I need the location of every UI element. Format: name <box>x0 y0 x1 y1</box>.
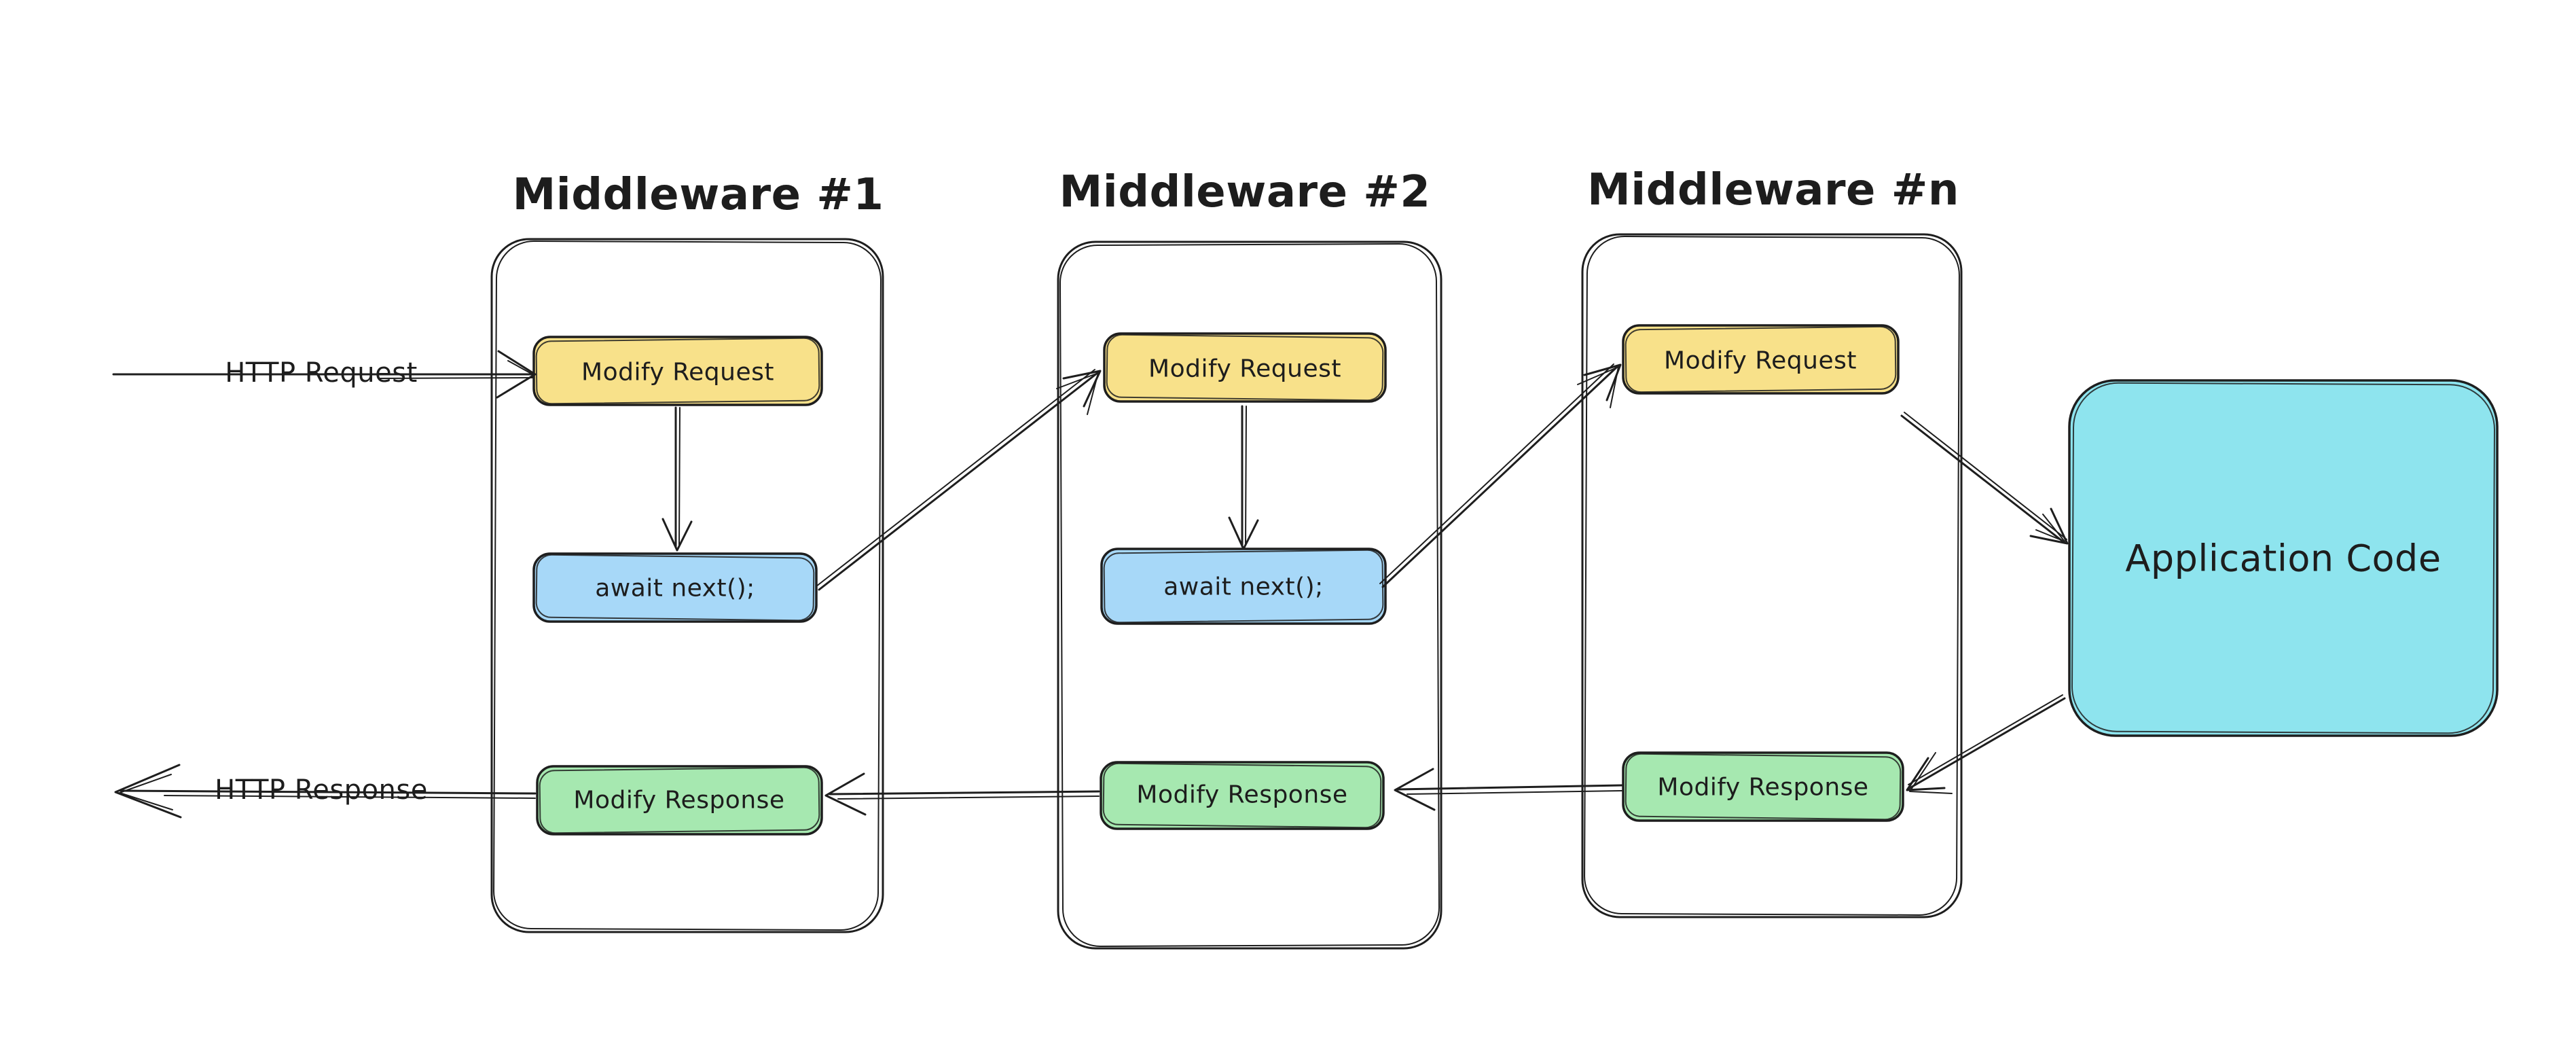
arrow-responsen-to-response2 <box>1394 768 1623 811</box>
arrow-next2-to-requestn <box>1379 363 1622 588</box>
await-next-label-2: await next(); <box>1163 573 1324 601</box>
application-code-box <box>2068 379 2499 737</box>
middleware-n-container <box>1581 233 1963 918</box>
http-response-label: HTTP Response <box>215 774 428 806</box>
http-request-label: HTTP Request <box>225 357 418 389</box>
modify-response-label-1: Modify Response <box>573 786 785 815</box>
arrow-response2-to-response1 <box>824 772 1100 816</box>
middleware-1-title: Middleware #1 <box>512 170 884 220</box>
modify-response-label-n: Modify Response <box>1657 773 1869 802</box>
application-code-label: Application Code <box>2125 537 2442 580</box>
arrow-requestn-to-app <box>1900 412 2069 545</box>
arrow-http-request <box>112 350 537 399</box>
arrow-app-to-responsen <box>1906 694 2066 794</box>
modify-request-box-2 <box>1103 332 1387 403</box>
middleware-2-title: Middleware #2 <box>1059 167 1431 217</box>
await-next-box-1 <box>532 552 818 623</box>
arrow-next1-to-request2 <box>816 369 1102 591</box>
modify-request-label-2: Modify Request <box>1148 355 1341 383</box>
modify-response-label-2: Modify Response <box>1136 781 1348 809</box>
modify-request-box-1 <box>532 336 823 406</box>
middleware-n-title: Middleware #n <box>1587 165 1959 215</box>
modify-response-box-1 <box>536 765 823 836</box>
arrow-http-response <box>114 764 537 819</box>
modify-request-label-1: Modify Request <box>581 358 774 387</box>
modify-response-box-n <box>1622 751 1904 822</box>
arrow-request-to-next-1 <box>661 406 693 552</box>
await-next-label-1: await next(); <box>595 574 755 603</box>
arrow-request-to-next-2 <box>1228 405 1259 550</box>
modify-request-label-n: Modify Request <box>1664 346 1857 375</box>
middleware-2-container <box>1057 240 1443 950</box>
middleware-1-container <box>490 238 884 933</box>
modify-response-box-2 <box>1100 761 1385 830</box>
modify-request-box-n <box>1622 324 1900 395</box>
